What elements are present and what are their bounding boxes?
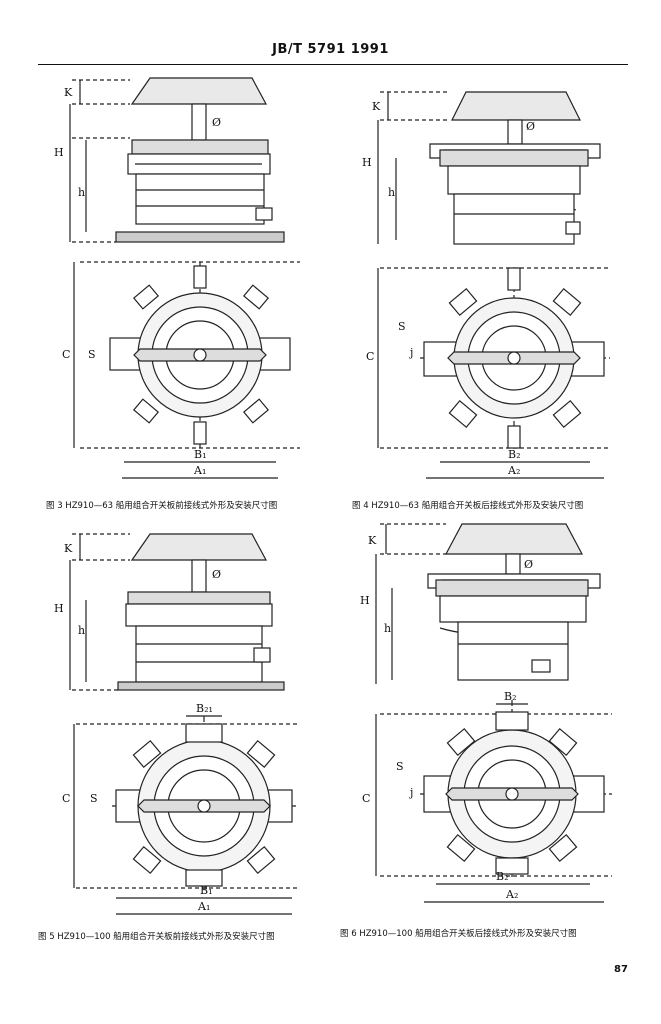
page-number: 87: [614, 964, 628, 975]
figure-6-drawing: [375, 523, 612, 903]
figure-3-caption: 图 3 HZ910—63 船用组合开关板前接线式外形及安装尺寸图: [46, 501, 278, 511]
fig5-label-b-top: B₂₁: [196, 702, 213, 715]
fig4-label-k: K: [372, 100, 381, 113]
fig4-label-phi: Ø: [526, 120, 535, 133]
figure-4-caption: 图 4 HZ910—63 船用组合开关板后接线式外形及安装尺寸图: [352, 501, 584, 511]
fig6-label-h-big: H: [360, 594, 370, 607]
fig5-label-c: C: [62, 792, 70, 805]
fig4-label-s: S: [398, 320, 406, 333]
fig6-label-c: C: [362, 792, 370, 805]
fig6-label-b: B₂: [496, 870, 509, 883]
fig6-label-s: S: [396, 760, 404, 773]
fig3-label-k: K: [64, 86, 73, 99]
fig6-label-b-top: B₂: [504, 690, 517, 703]
figure-5-caption: 图 5 HZ910—100 船用组合开关板前接线式外形及安装尺寸图: [38, 932, 275, 942]
fig3-label-phi: Ø: [212, 116, 221, 129]
fig5-label-a: A₁: [197, 900, 210, 913]
fig4-label-h-big: H: [362, 156, 372, 169]
fig4-label-c: C: [366, 350, 374, 363]
fig5-label-h-big: H: [54, 602, 64, 615]
fig5-label-s: S: [90, 792, 98, 805]
page-header: JB/T 5791 1991: [272, 42, 389, 57]
fig4-label-j: j: [408, 346, 413, 359]
fig6-label-a: A₂: [505, 888, 518, 901]
fig3-label-h-big: H: [54, 146, 64, 159]
fig4-label-h-small: h: [388, 186, 395, 199]
fig5-label-phi: Ø: [212, 568, 221, 581]
fig3-label-s: S: [88, 348, 96, 361]
fig6-label-k: K: [368, 534, 377, 547]
fig4-label-a: A₂: [507, 464, 520, 477]
fig5-label-b: B₁: [200, 884, 213, 897]
fig4-label-b: B₂: [508, 448, 521, 461]
figure-3-drawing: [69, 77, 300, 479]
figure-4-drawing: [377, 91, 610, 479]
figure-6-caption: 图 6 HZ910—100 船用组合开关板后接线式外形及安装尺寸图: [340, 929, 577, 939]
fig3-label-c: C: [62, 348, 70, 361]
fig5-label-k: K: [64, 542, 73, 555]
fig6-label-h-small: h: [384, 622, 391, 635]
fig3-label-b: B₁: [194, 448, 207, 461]
fig5-label-h-small: h: [78, 624, 85, 637]
header-rule: [38, 64, 628, 65]
knob-shape: [130, 77, 268, 105]
fig6-label-phi: Ø: [524, 558, 533, 571]
fig6-label-j: j: [408, 786, 413, 799]
fig3-label-h-small: h: [78, 186, 85, 199]
fig3-label-a: A₁: [193, 464, 206, 477]
figure-5-drawing: [69, 533, 300, 915]
